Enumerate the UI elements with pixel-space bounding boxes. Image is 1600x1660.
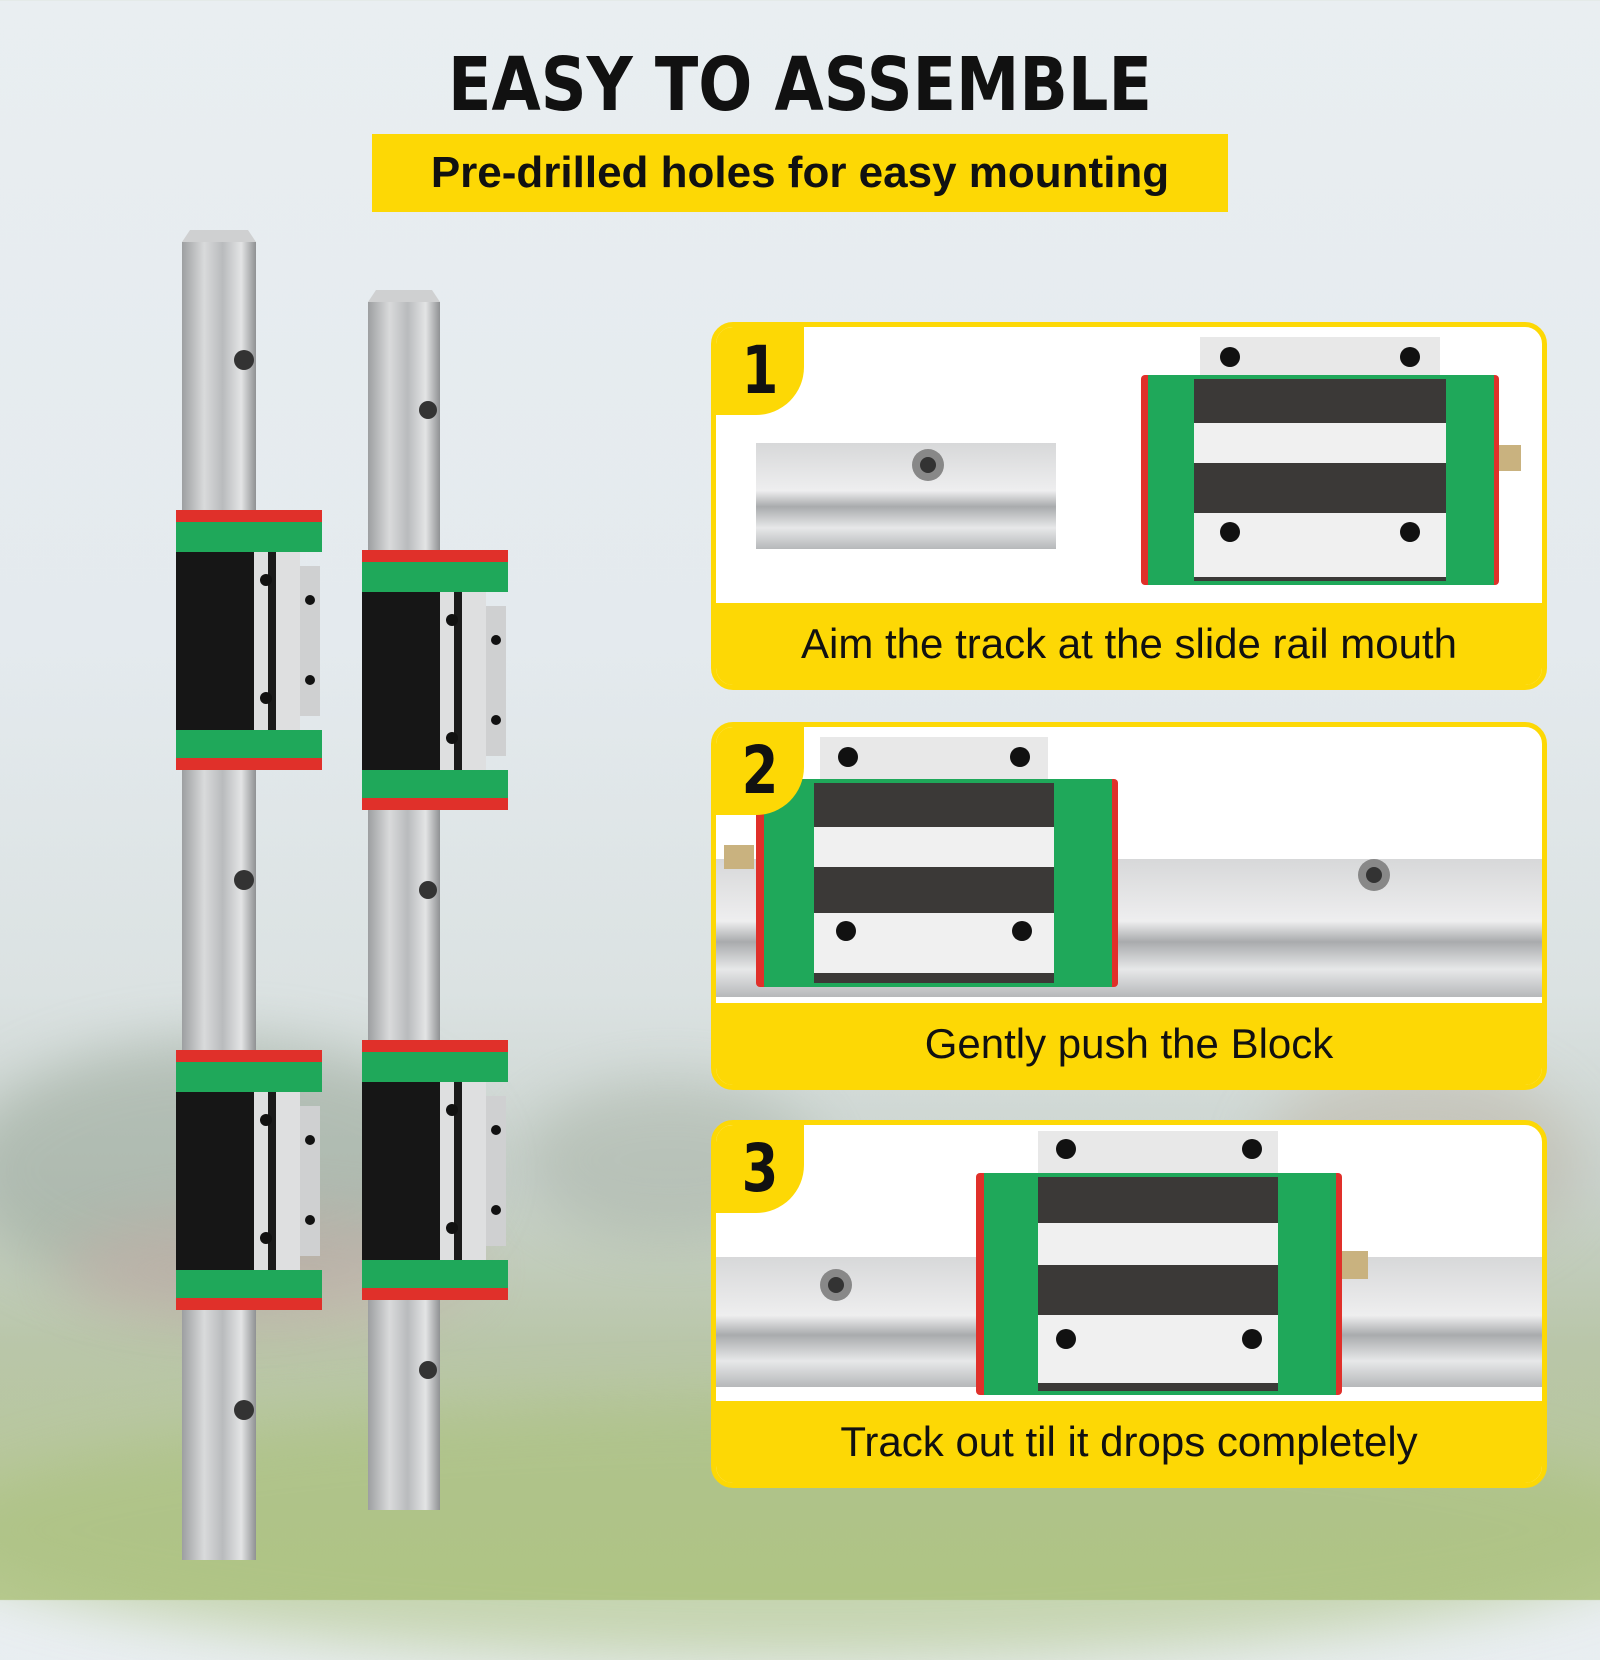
subtitle-text: Pre-drilled holes for easy mounting <box>430 148 1170 197</box>
subtitle-banner: Pre-drilled holes for easy mounting <box>372 134 1228 212</box>
step-2-illustration <box>716 737 1542 997</box>
step-card-2: 2 Gently push the Block <box>711 722 1547 1090</box>
step-number-badge: 1 <box>716 327 804 415</box>
step-card-1: 1 Aim the track at the slide rail mouth <box>711 322 1547 690</box>
rail-right <box>368 290 440 1510</box>
step-caption: Track out til it drops completely <box>716 1401 1542 1483</box>
rail-left <box>182 230 256 1560</box>
step-number-badge: 2 <box>716 727 804 815</box>
step-3-illustration <box>716 1131 1542 1395</box>
step-number-badge: 3 <box>716 1125 804 1213</box>
step-card-3: 3 Track out til it drops completely <box>711 1120 1547 1488</box>
step-caption: Gently push the Block <box>716 1003 1542 1085</box>
page-title: EASY TO ASSEMBLE <box>448 42 1152 128</box>
step-1-illustration <box>756 337 1521 585</box>
product-rails-image <box>170 230 540 1570</box>
step-caption: Aim the track at the slide rail mouth <box>716 603 1542 685</box>
